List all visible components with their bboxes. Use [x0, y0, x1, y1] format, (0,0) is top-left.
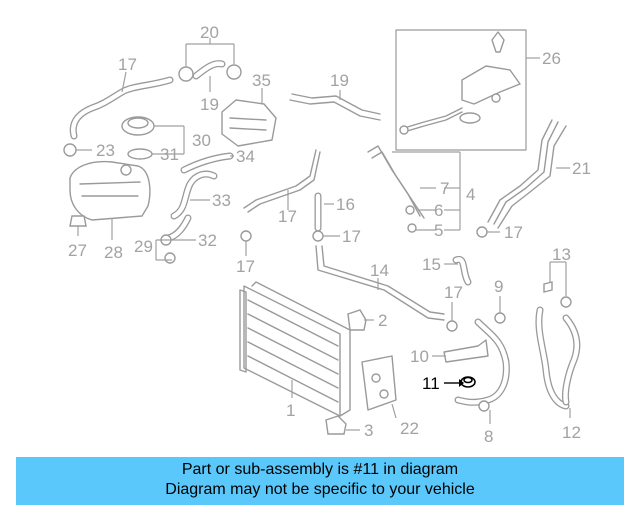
part-17-clamps — [240, 226, 500, 332]
callout-9: 9 — [494, 277, 503, 296]
callout-3: 3 — [364, 421, 373, 440]
part-1-radiator — [239, 281, 351, 417]
callout-4: 4 — [466, 185, 475, 204]
callout-5: 5 — [434, 221, 443, 240]
part-10-fitting — [432, 339, 489, 363]
part-8-hose — [454, 318, 510, 424]
part-19-pipe — [289, 90, 381, 121]
part-26-bracket — [361, 355, 397, 419]
part-11-highlighted — [444, 376, 476, 388]
info-banner: Part or sub-assembly is #11 in diagram D… — [16, 457, 624, 505]
part-24-group — [178, 38, 242, 92]
callout-32: 32 — [198, 231, 217, 250]
callout-23: 19 — [200, 95, 219, 114]
callout-31: 29 — [134, 237, 153, 256]
part-29-cap — [121, 116, 185, 160]
part-16-fitting — [314, 192, 334, 232]
callout-20: 21 — [572, 159, 591, 178]
callout-26: 22 — [400, 419, 419, 438]
part-20-pipes — [487, 119, 570, 229]
callout-17a: 17 — [342, 227, 361, 246]
callout-10: 10 — [410, 347, 429, 366]
callout-33: 34 — [236, 147, 255, 166]
callout-11-highlighted: 11 — [422, 374, 440, 393]
callout-21: 17 — [118, 55, 137, 74]
banner-line-1: Part or sub-assembly is #11 in diagram — [181, 461, 459, 478]
callout-17d: 17 — [444, 283, 463, 302]
callout-29: 30 — [192, 131, 211, 150]
callout-6: 6 — [434, 201, 443, 220]
callout-22: 23 — [96, 141, 115, 160]
callout-17c: 17 — [236, 257, 255, 276]
callout-27: 28 — [104, 243, 123, 262]
callout-25: 26 — [542, 49, 561, 68]
part-21-hose — [69, 71, 174, 140]
callout-17b: 17 — [504, 223, 523, 242]
callout-30: 31 — [160, 145, 179, 164]
part-32-hose — [155, 214, 196, 264]
callout-18: 17 — [278, 207, 297, 226]
callout-labels: 20 17 35 19 19 26 30 23 31 34 21 7 4 33 … — [68, 23, 591, 446]
callout-15: 15 — [422, 255, 441, 274]
part-14-pipe — [315, 245, 445, 321]
part-12-hose — [535, 261, 581, 418]
part-35-reservoir — [221, 88, 277, 147]
part-22-clamp — [63, 143, 92, 157]
callout-19: 19 — [330, 71, 349, 90]
parts-diagram: 20 17 35 19 19 26 30 23 31 34 21 7 4 33 … — [63, 23, 591, 446]
part-27-tank — [69, 160, 151, 240]
part-18-pipe — [243, 149, 321, 213]
callout-13: 13 — [552, 245, 571, 264]
callout-2: 2 — [378, 311, 387, 330]
callout-7: 7 — [440, 179, 449, 198]
part-25-box — [395, 29, 540, 151]
part-33-hose — [180, 152, 234, 174]
part-2-bracket — [347, 309, 374, 331]
callout-28: 27 — [68, 241, 87, 260]
part-15-hose — [444, 255, 472, 286]
part-3-mount — [325, 415, 360, 435]
banner-line-2: Diagram may not be specific to your vehi… — [165, 481, 475, 498]
callout-16: 16 — [336, 195, 355, 214]
callout-35: 35 — [252, 71, 271, 90]
callout-34: 33 — [212, 191, 231, 210]
callout-12: 12 — [562, 423, 581, 442]
callout-14: 14 — [370, 261, 389, 280]
part-9-clamp — [494, 296, 506, 324]
part-34-hose — [170, 170, 218, 220]
callout-1: 1 — [286, 401, 295, 420]
callout-8: 8 — [484, 427, 493, 446]
callout-24: 20 — [200, 23, 219, 42]
part-28-cap — [69, 215, 87, 236]
part-4-pipe — [367, 145, 461, 233]
